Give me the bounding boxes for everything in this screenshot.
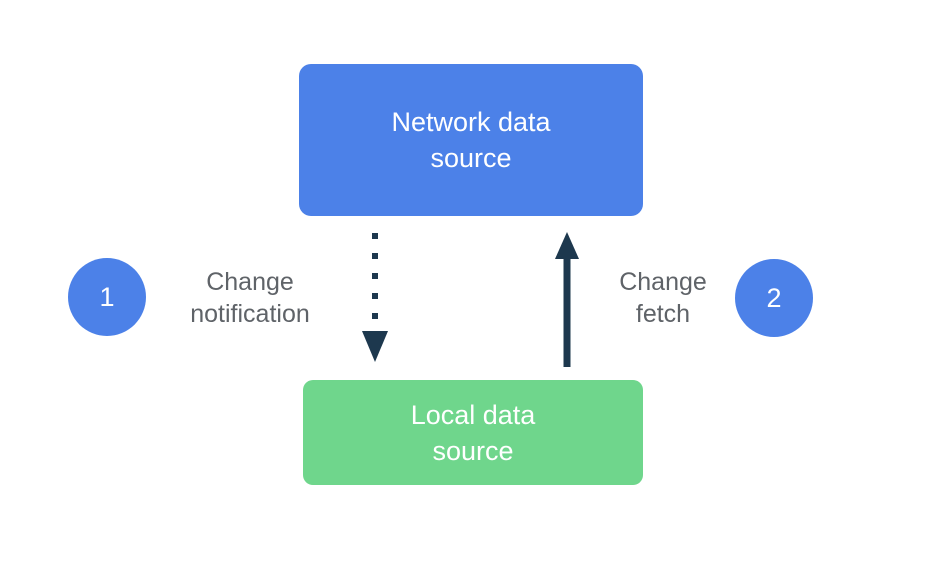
dotted-down-arrow-icon [362, 233, 388, 362]
step-1-number: 1 [99, 281, 115, 312]
step-2-badge: 2 [735, 259, 813, 337]
step-2-number: 2 [766, 282, 782, 313]
network-data-source-box: Network data source [299, 64, 643, 216]
local-data-source-label: Local data source [410, 399, 536, 466]
network-data-source-label: Network data source [391, 107, 551, 173]
local-data-source-box: Local data source [303, 380, 643, 485]
step-1-badge: 1 [68, 258, 146, 336]
change-notification-label: Change notification [190, 268, 310, 328]
change-fetch-label: Change fetch [619, 268, 707, 328]
